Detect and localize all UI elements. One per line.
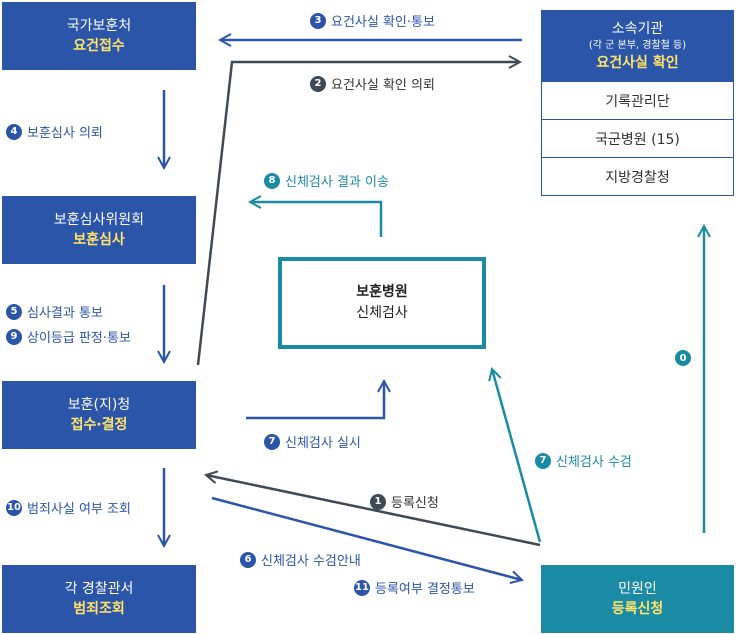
arrow-step-6-11 <box>211 496 522 580</box>
applicant-box: 민원인 등록신청 <box>541 565 734 633</box>
step-text: 심사결과 통보 <box>27 306 103 321</box>
step-label-10: 10 범죄사실 여부 조회 <box>6 498 131 517</box>
step-label-4: 4 보훈심사 의뢰 <box>6 122 103 141</box>
step-number-badge: 2 <box>310 75 326 92</box>
applicant-task: 등록신청 <box>611 600 664 617</box>
step-label-7-take: 7 신체검사 수검 <box>535 451 632 470</box>
arrow-step-8 <box>250 202 383 237</box>
applicant-title: 민원인 <box>618 580 657 597</box>
police-task: 범죄조회 <box>73 600 125 617</box>
arrow-step-2 <box>196 62 520 366</box>
step-number-badge: 10 <box>6 499 22 516</box>
step-label-3: 3 요건사실 확인·통보 <box>310 11 435 30</box>
arrow-step-7-take <box>492 369 542 543</box>
veterans-office-title: 국가보훈처 <box>66 17 132 34</box>
step-number-badge: 7 <box>535 452 551 469</box>
agency-box: 소속기관 (각 군 본부, 경찰철 등) 요건사실 확인 <box>541 10 734 82</box>
step-text: 신체검사 결과 이송 <box>285 175 389 190</box>
step-number-badge: 6 <box>240 551 256 568</box>
police-title: 각 경찰관서 <box>64 580 134 597</box>
step-text: 등록신청 <box>391 496 439 511</box>
step-number-badge: 5 <box>6 303 22 320</box>
step-label-11: 11 등록여부 결정통보 <box>354 578 475 597</box>
veterans-office-box: 국가보훈처 요건접수 <box>2 2 196 70</box>
step-text: 범죄사실 여부 조회 <box>27 502 131 517</box>
step-text: 신체검사 수검안내 <box>261 554 361 569</box>
police-box: 각 경찰관서 범죄조회 <box>2 565 196 633</box>
review-committee-title: 보훈심사위원회 <box>53 211 145 228</box>
step-text: 신체검사 수검 <box>556 455 632 470</box>
step-label-7-exam: 7 신체검사 실시 <box>264 432 361 451</box>
arrow-step-7-exam <box>246 381 384 420</box>
step-text: 신체검사 실시 <box>285 436 361 451</box>
step-number-badge: 4 <box>6 123 22 140</box>
arrow-step-1 <box>206 475 541 547</box>
step-text: 등록여부 결정통보 <box>375 582 475 597</box>
hospital-box: 보훈병원 신체검사 <box>278 257 486 349</box>
step-number-badge: 0 <box>675 350 691 366</box>
agency-item-police: 지방경찰청 <box>541 158 734 196</box>
step-number-badge: 1 <box>370 493 386 510</box>
review-committee-task: 보훈심사 <box>73 231 125 248</box>
hospital-title: 보훈병원 <box>356 284 408 300</box>
review-committee-box: 보훈심사위원회 보훈심사 <box>2 196 196 264</box>
agency-subtitle: (각 군 본부, 경찰철 등) <box>588 39 687 51</box>
regional-office-box: 보훈(지)청 접수·결정 <box>2 381 196 449</box>
veterans-office-task: 요건접수 <box>73 37 125 54</box>
step-label-2: 2 요건사실 확인 의뢰 <box>310 74 435 93</box>
step-label-5: 5 심사결과 통보 <box>6 302 103 321</box>
agency-item-hospital: 국군병원 (15) <box>541 120 734 158</box>
regional-office-title: 보훈(지)청 <box>67 396 131 413</box>
agency-title: 소속기관 <box>611 20 664 37</box>
step-number-badge: 11 <box>354 579 370 596</box>
hospital-task: 신체검사 <box>356 305 408 321</box>
step-text: 요건사실 확인·통보 <box>331 15 435 30</box>
step-number-badge: 7 <box>264 433 280 450</box>
step-number-badge: 9 <box>6 328 22 345</box>
step-text: 상이등급 판정·통보 <box>27 331 131 346</box>
regional-office-task: 접수·결정 <box>70 416 128 433</box>
step-label-9: 9 상이등급 판정·통보 <box>6 327 131 346</box>
step-label-0: 0 <box>675 350 696 366</box>
step-text: 요건사실 확인 의뢰 <box>331 78 435 93</box>
step-label-6: 6 신체검사 수검안내 <box>240 550 361 569</box>
step-label-1: 1 등록신청 <box>370 492 439 511</box>
step-number-badge: 3 <box>310 12 326 29</box>
agency-task: 요건사실 확인 <box>596 54 679 71</box>
step-text: 보훈심사 의뢰 <box>27 126 103 141</box>
step-number-badge: 8 <box>264 172 280 189</box>
step-label-8: 8 신체검사 결과 이송 <box>264 171 389 190</box>
agency-item-records: 기록관리단 <box>541 82 734 120</box>
